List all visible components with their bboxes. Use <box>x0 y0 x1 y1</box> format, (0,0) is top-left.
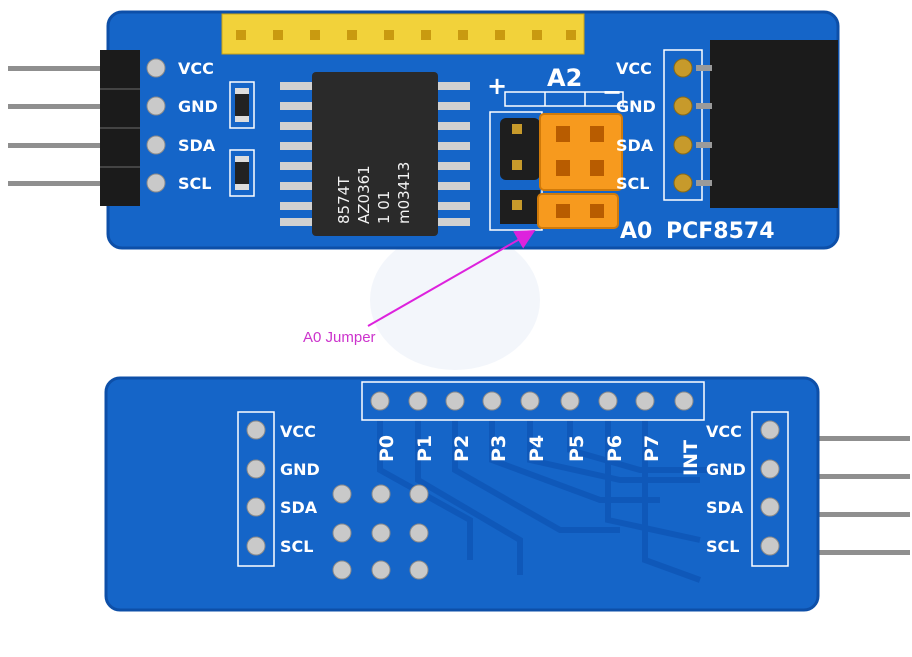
bottom-left-pads <box>246 420 266 556</box>
bottom-right-label-sda: SDA <box>706 498 744 517</box>
top-left-pads <box>146 58 166 193</box>
top-left-label-gnd: GND <box>178 97 218 116</box>
bottom-right-male-pins <box>812 436 910 555</box>
top-right-label-vcc: VCC <box>616 59 652 78</box>
jumper-a0 <box>537 193 619 229</box>
pin-labels: P0 P1 P2 P3 P4 P5 P6 P7 INT <box>376 435 702 476</box>
chip-marking-3: 1 01 <box>375 191 393 224</box>
pin-label-int: INT <box>680 440 702 476</box>
top-right-pads <box>673 58 693 193</box>
bottom-right-pads <box>760 420 780 556</box>
pin-label-p6: P6 <box>604 435 626 462</box>
top-left-male-pins <box>8 66 100 186</box>
bottom-right-label-gnd: GND <box>706 460 746 479</box>
chip-marking-4: m03413 <box>395 162 413 224</box>
bottom-left-label-vcc: VCC <box>280 422 316 441</box>
pin-label-p5: P5 <box>566 435 588 462</box>
address-label-a2: A2 <box>547 64 582 92</box>
bottom-left-label-sda: SDA <box>280 498 318 517</box>
pin-label-p0: P0 <box>376 435 398 462</box>
pin-label-p4: P4 <box>526 435 548 462</box>
watermark <box>370 230 540 370</box>
bottom-traces <box>377 420 740 583</box>
top-resistors <box>229 81 255 197</box>
bottom-right-label-vcc: VCC <box>706 422 742 441</box>
plus-label: + <box>487 72 507 100</box>
pin-label-p1: P1 <box>414 435 436 462</box>
address-outline <box>504 91 624 107</box>
top-right-label-sda: SDA <box>616 136 654 155</box>
top-yellow-header <box>221 13 585 55</box>
a0-jumper-label: A0 Jumper <box>303 329 376 346</box>
top-left-label-scl: SCL <box>178 174 211 193</box>
bottom-address-pads <box>332 484 429 580</box>
top-chip-legs <box>280 82 470 226</box>
bottom-pcb <box>106 378 818 610</box>
board-name: PCF8574 <box>666 219 775 244</box>
top-left-label-sda: SDA <box>178 136 216 155</box>
bottom-right-label-scl: SCL <box>706 537 739 556</box>
pin-label-p2: P2 <box>451 435 473 462</box>
address-pin-block <box>489 111 543 231</box>
top-left-label-vcc: VCC <box>178 59 214 78</box>
jumper-a2-a1 <box>539 113 623 191</box>
top-right-label-scl: SCL <box>616 174 649 193</box>
bottom-left-label-gnd: GND <box>280 460 320 479</box>
top-right-label-gnd: GND <box>616 97 656 116</box>
bottom-board: P0 P1 P2 P3 P4 P5 P6 P7 INT VCC GND SDA … <box>104 376 910 612</box>
pin-label-p7: P7 <box>641 435 663 462</box>
a0-label: A0 <box>620 219 652 244</box>
chip-marking-2: AZ0361 <box>355 165 373 224</box>
a0-jumper-callout: A0 Jumper <box>303 230 536 346</box>
top-board: VCC GND SDA SCL <box>8 10 840 250</box>
pin-label-p3: P3 <box>488 435 510 462</box>
bottom-top-pads <box>370 391 694 411</box>
bottom-left-label-scl: SCL <box>280 537 313 556</box>
pcf8574-chip <box>312 72 438 236</box>
top-female-header <box>710 40 838 208</box>
chip-marking-1: 8574T <box>335 176 353 224</box>
